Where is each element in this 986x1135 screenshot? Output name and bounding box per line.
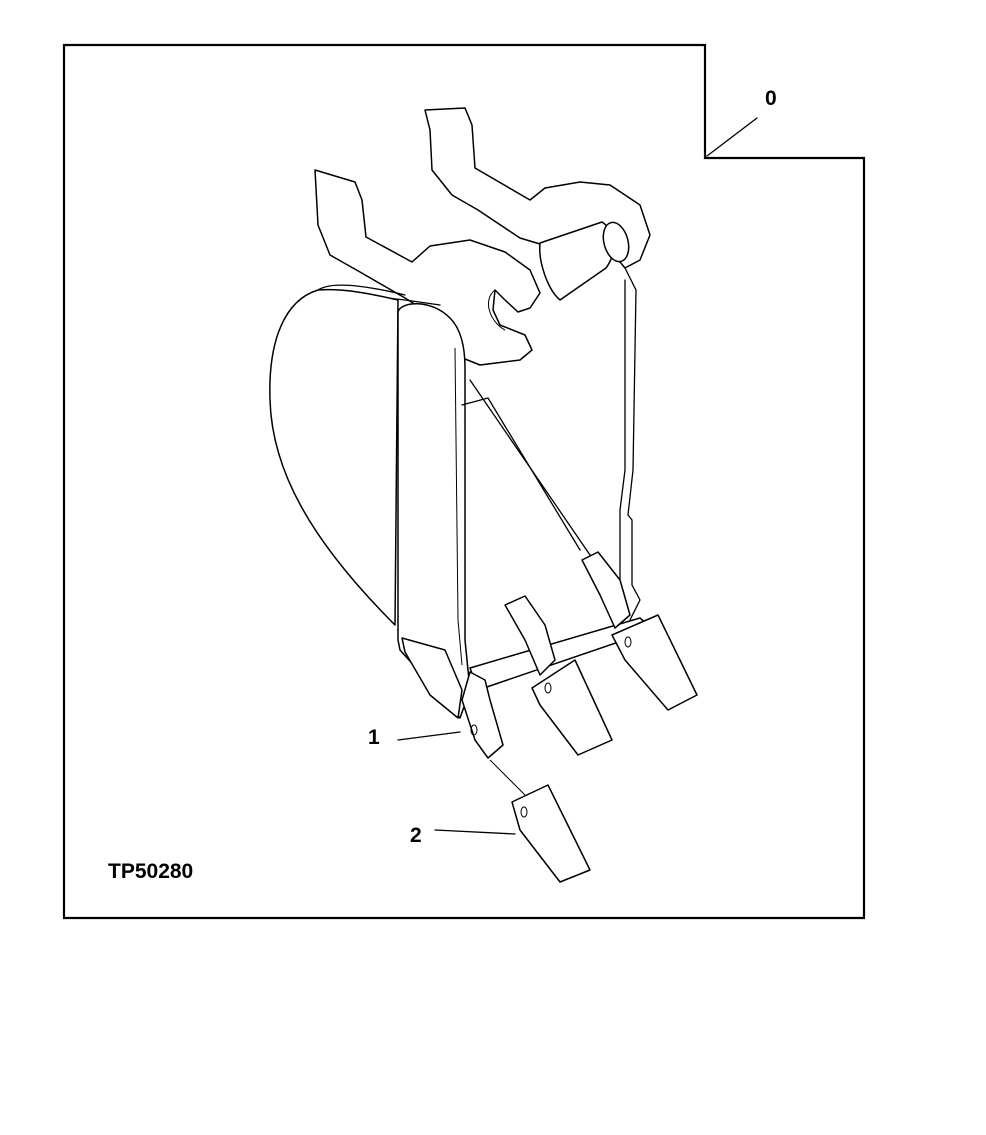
callout-assembly: 0 [765,87,777,110]
callout-tooth-tip: 2 [410,824,422,847]
callout-tooth-shank: 1 [368,726,380,749]
leader-line-2 [434,829,516,835]
leader-line-1 [397,731,461,741]
tooth-tip-right [611,614,698,711]
leader-line-0 [706,117,758,157]
diagram-frame [62,43,866,920]
bucket-assembly [269,107,698,759]
left-side-plate [269,288,399,626]
tooth-shank-middle [504,595,556,676]
figure-id-label: TP50280 [108,860,194,883]
replacement-tooth-tip [511,784,591,883]
tooth-shank-right [581,551,631,629]
explode-axis [489,759,526,796]
right-side-plate [624,267,641,621]
pin-end [602,221,630,263]
tooth-tip-middle [531,659,613,756]
tooth-shank-1 [461,671,504,759]
